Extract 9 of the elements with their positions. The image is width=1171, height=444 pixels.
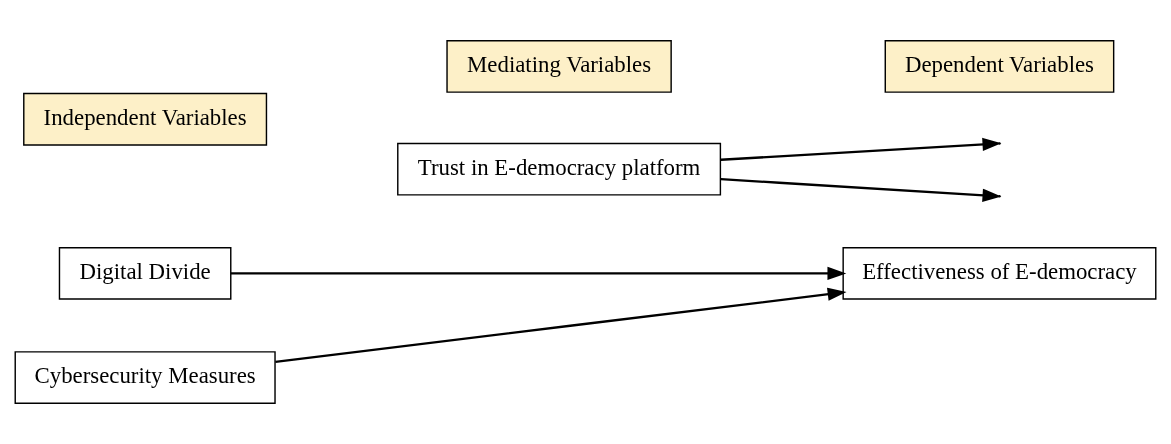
- arrow: [275, 287, 847, 363]
- node-box: Effectiveness of E-democracy: [842, 246, 1157, 300]
- node-box: Mediating Variables: [446, 40, 672, 93]
- arrow: [230, 266, 847, 280]
- node-box: Independent Variables: [23, 92, 268, 146]
- node-box: Trust in E-democracy platform: [397, 142, 722, 196]
- node-box: Dependent Variables: [884, 40, 1115, 93]
- node-box: Digital Divide: [58, 246, 232, 300]
- node-box: Cybersecurity Measures: [14, 351, 276, 404]
